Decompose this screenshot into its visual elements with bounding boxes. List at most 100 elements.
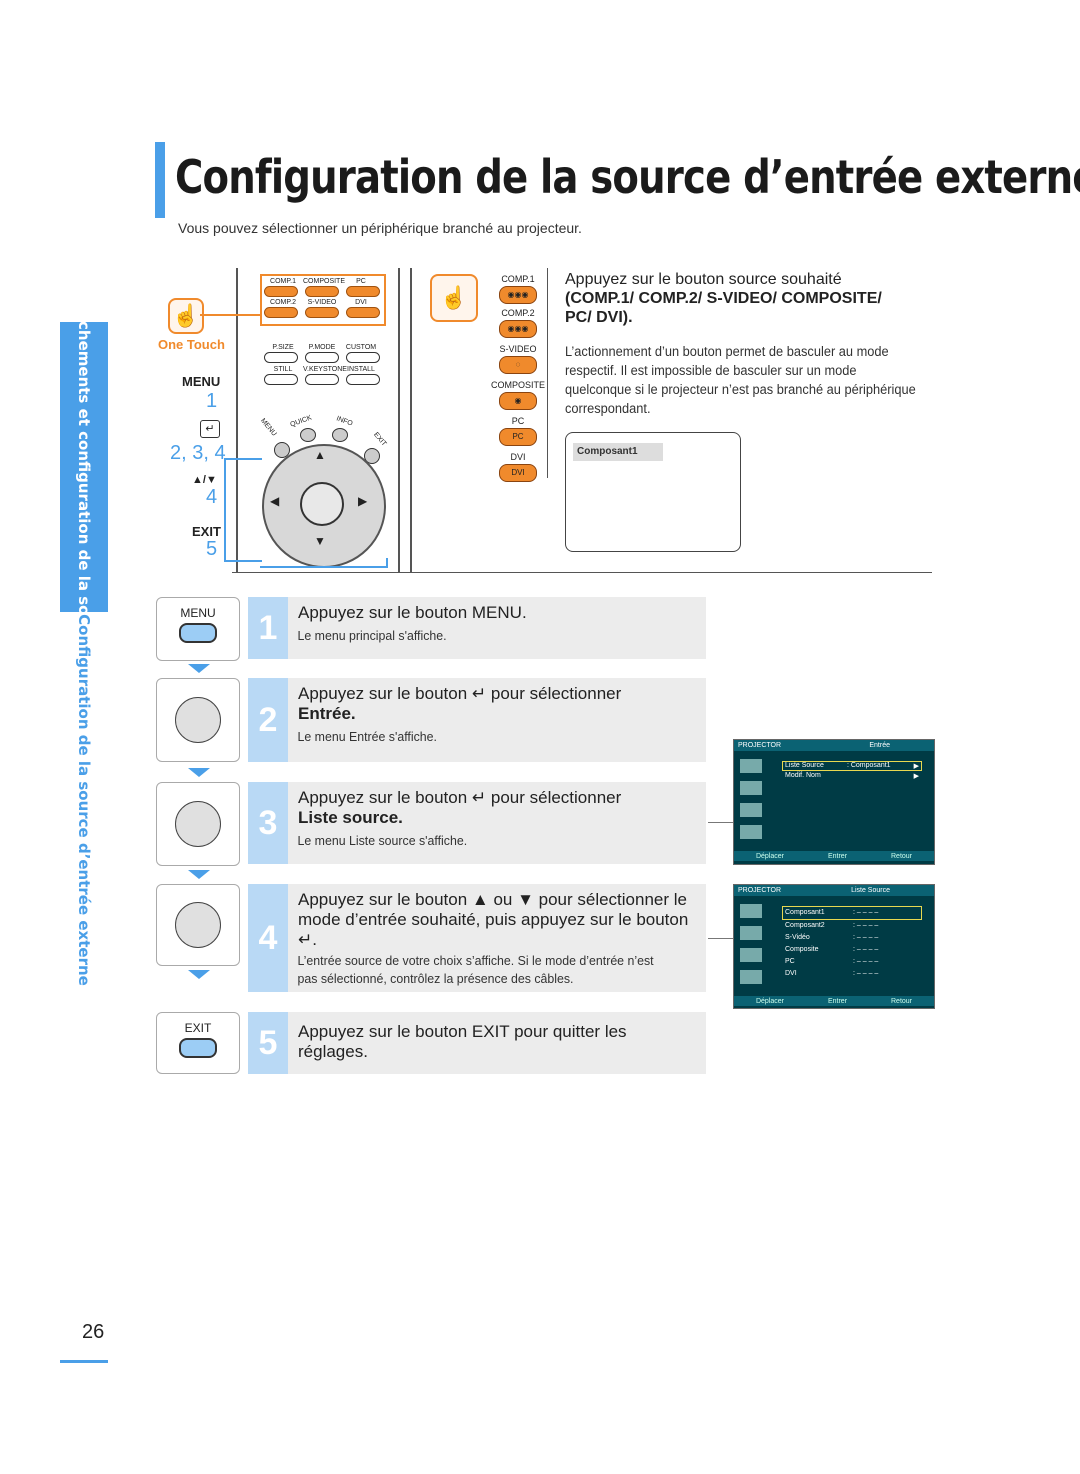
step-number: 3 <box>248 782 288 864</box>
remote-enter-button[interactable] <box>300 482 344 526</box>
remote-label: CUSTOM <box>345 344 377 351</box>
osd-row-arrow: ▶ <box>913 763 919 770</box>
step-4: Appuyez sur le bouton ▲ ou ▼ pour sélect… <box>288 884 706 992</box>
step-number: 2 <box>248 678 288 762</box>
comp2-remote-button[interactable] <box>264 307 298 318</box>
comp1-button[interactable]: ◉◉◉ <box>499 286 537 304</box>
dvi-button[interactable]: DVI <box>499 464 537 482</box>
step-main-text-2: Entrée. <box>298 704 356 723</box>
osd-row-value: : – – – – <box>853 946 879 953</box>
setup-icon <box>740 948 762 962</box>
pc-remote-button[interactable] <box>346 286 380 297</box>
osd-row[interactable]: Composite : – – – – <box>782 944 922 956</box>
osd-row-selected[interactable]: Composant1: – – – – <box>782 906 922 920</box>
osd-row-label: Composite <box>785 946 819 953</box>
step-main-text: Appuyez sur le bouton ↵ pour sélectionne… <box>298 684 622 703</box>
divider <box>547 268 548 478</box>
remote-label: DVI <box>355 299 367 306</box>
step-main-text-2: Liste source. <box>298 808 403 827</box>
osd-row[interactable]: Composant2: – – – – <box>782 920 922 932</box>
composite-button[interactable]: ◉ <box>499 392 537 410</box>
vkeystone-remote-button[interactable] <box>305 374 339 385</box>
input-icon <box>740 904 762 918</box>
osd-connector <box>708 822 734 823</box>
one-touch-label: One Touch <box>158 337 225 352</box>
step-number: 1 <box>248 597 288 659</box>
up-arrow-icon: ▲ <box>314 448 326 462</box>
dpad-illustration <box>156 678 240 762</box>
osd-footer-return: Retour <box>891 997 913 1005</box>
exit-icon <box>179 1038 217 1058</box>
remote-label: COMPOSITE <box>303 278 346 285</box>
right-arrow-icon: ▶ <box>358 494 368 508</box>
still-remote-button[interactable] <box>264 374 298 385</box>
source-instruction-line: Appuyez sur le bouton source souhaité <box>565 271 842 288</box>
svideo-remote-button[interactable] <box>305 307 339 318</box>
comp1-remote-button[interactable] <box>264 286 298 297</box>
picture-icon <box>740 781 762 795</box>
svideo-button[interactable]: ◌ <box>499 356 537 374</box>
osd-row[interactable]: Modif. Nom ▶ <box>782 772 922 780</box>
osd-row[interactable]: PC: – – – – <box>782 956 922 968</box>
dpad-illustration <box>156 782 240 866</box>
source-instruction-line: (COMP.1/ COMP.2/ S-VIDEO/ COMPOSITE/ <box>565 290 882 307</box>
down-arrow-icon <box>188 768 210 777</box>
osd-row-selected[interactable]: Liste Source : Composant1 ▶ <box>782 761 922 771</box>
exit-round-button[interactable] <box>364 448 380 464</box>
step-sub-text: L’entrée source de votre choix s’affiche… <box>297 953 654 986</box>
comp2-button[interactable]: ◉◉◉ <box>499 320 537 338</box>
title-accent-bar <box>155 142 165 218</box>
menu-round-button[interactable] <box>274 442 290 458</box>
custom-remote-button[interactable] <box>346 352 380 363</box>
step-3: Appuyez sur le bouton ↵ pour sélectionne… <box>288 782 706 864</box>
menu-icon <box>179 623 217 643</box>
remote-label: INSTALL <box>347 366 375 373</box>
pmode-remote-button[interactable] <box>305 352 339 363</box>
osd-brand: PROJECTOR <box>738 887 782 894</box>
osd-row-label: Composant2 <box>785 922 825 929</box>
osd-title: Entrée <box>869 742 890 749</box>
source-label: COMP.1 <box>501 274 535 284</box>
page-number-underline <box>60 1360 108 1363</box>
menu-button-illustration: MENU <box>156 597 240 661</box>
osd-brand: PROJECTOR <box>738 742 782 749</box>
remote-label: COMP.2 <box>270 299 296 306</box>
osd-footer-enter: Entrer <box>827 852 848 860</box>
updown-step-number: 4 <box>206 486 218 508</box>
remote-label: P.SIZE <box>272 344 294 351</box>
source-buttons-column: COMP.1 ◉◉◉ COMP.2 ◉◉◉ S-VIDEO ◌ COMPOSIT… <box>488 274 548 482</box>
picture-icon <box>740 926 762 940</box>
install-remote-button[interactable] <box>346 374 380 385</box>
source-buttons-highlight <box>260 274 386 326</box>
osd-row-value: : – – – – <box>853 909 879 916</box>
source-label: COMPOSITE <box>490 380 545 390</box>
source-description: L’actionnement d’un bouton permet de bas… <box>565 344 916 416</box>
dvi-remote-button[interactable] <box>346 307 380 318</box>
quick-round-button[interactable] <box>300 428 316 442</box>
psize-remote-button[interactable] <box>264 352 298 363</box>
menu-icon-label: MENU <box>180 606 216 620</box>
osd-input-menu: PROJECTOR Entrée Liste Source : Composant… <box>733 739 935 865</box>
osd-row-value: : – – – – <box>853 958 879 965</box>
one-touch-hand-icon: ☝ <box>168 298 204 334</box>
osd-row[interactable]: S-Vidéo: – – – – <box>782 932 922 944</box>
info-round-button[interactable] <box>332 428 348 442</box>
divider <box>232 572 932 573</box>
osd-side-icons <box>740 904 762 984</box>
remote-label: P.MODE <box>308 344 336 351</box>
source-instruction: Appuyez sur le bouton source souhaité (C… <box>565 270 935 327</box>
remote-source-grid: COMP.1 COMPOSITE PC COMP.2 S-VIDEO DVI P… <box>264 278 380 385</box>
down-arrow-icon <box>188 870 210 879</box>
enter-icon: ↵ <box>200 420 220 438</box>
updown-label: ▲/▼ <box>192 474 217 486</box>
step-main-text: Appuyez sur le bouton ↵ pour sélectionne… <box>298 788 622 807</box>
osd-row[interactable]: DVI: – – – – <box>782 968 922 980</box>
step-main-text: Appuyez sur le bouton EXIT pour quitter … <box>298 1022 627 1061</box>
step-2: Appuyez sur le bouton ↵ pour sélectionne… <box>288 678 706 762</box>
remote-label: STILL <box>273 366 293 373</box>
composite-remote-button[interactable] <box>305 286 339 297</box>
sidebar-tab <box>60 322 108 612</box>
divider <box>410 268 412 573</box>
pc-button[interactable]: PC <box>499 428 537 446</box>
step-number: 4 <box>248 884 288 992</box>
